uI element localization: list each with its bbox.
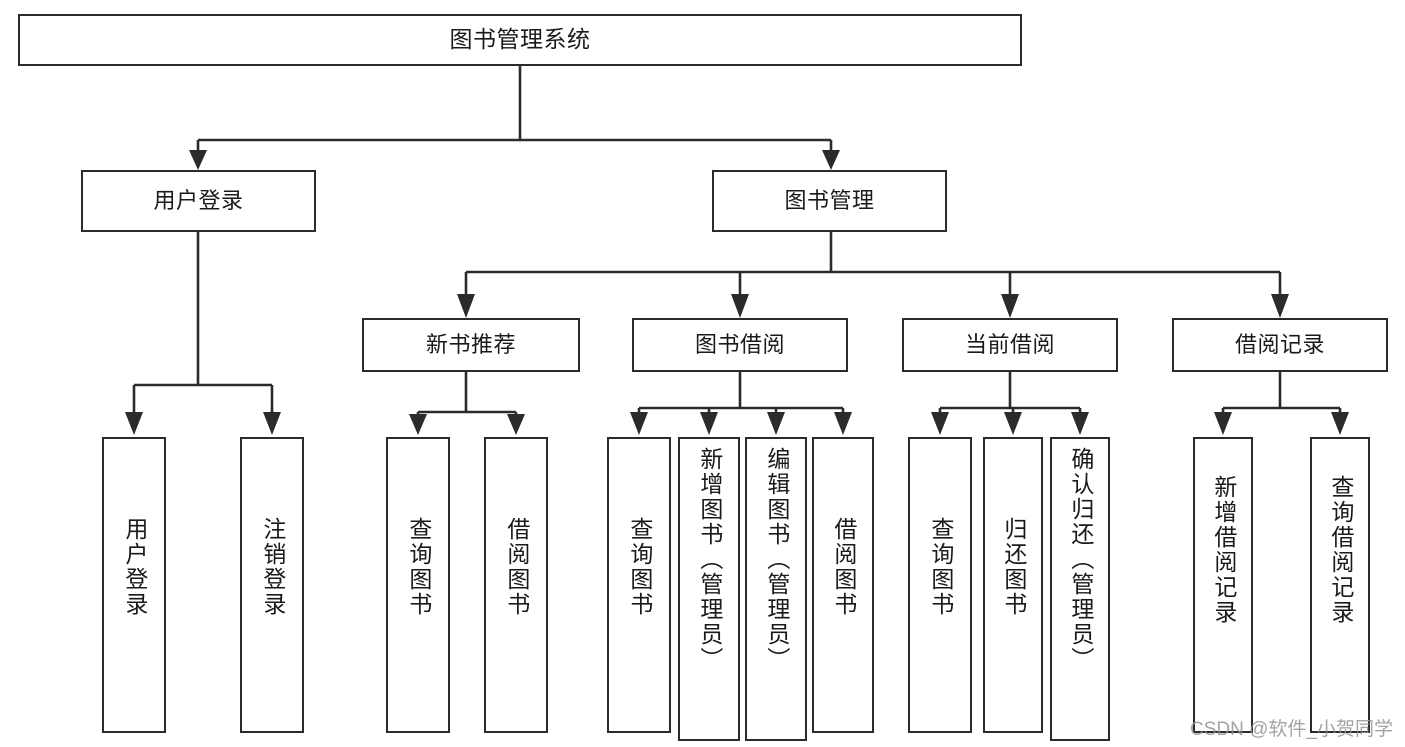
- node-book-borrowing[interactable]: 图书借阅: [632, 318, 848, 372]
- node-label: 归还图书: [1000, 517, 1027, 617]
- arrowhead-leaf-add-book-admin: [700, 412, 718, 435]
- arrowhead-borrow-record: [1271, 294, 1289, 318]
- arrowhead-book-borrow: [731, 294, 749, 318]
- arrowhead-leaf-query-borrow-record: [1331, 412, 1349, 435]
- node-label: 注销登录: [259, 517, 286, 617]
- leaf-query-borrowing-record[interactable]: 查询借阅记录: [1310, 437, 1370, 733]
- node-root-book-management-system[interactable]: 图书管理系统: [18, 14, 1022, 66]
- node-label: 借阅图书: [503, 517, 530, 617]
- leaf-query-book-current-borrowing[interactable]: 查询图书: [908, 437, 972, 733]
- arrowhead-current-borrow: [1001, 294, 1019, 318]
- node-label: 图书管理: [784, 187, 875, 213]
- leaf-borrow-book-new-recommendation[interactable]: 借阅图书: [484, 437, 548, 733]
- leaf-logout-login[interactable]: 注销登录: [240, 437, 304, 733]
- watermark: CSDN @软件_小贺同学: [1190, 719, 1393, 740]
- arrowhead-leaf-query-book-current: [931, 412, 949, 435]
- node-label: 查询图书: [927, 517, 954, 617]
- leaf-add-book-admin[interactable]: 新增图书（管理员）: [678, 437, 740, 741]
- node-label: 查询图书: [405, 517, 432, 617]
- leaf-confirm-return-admin[interactable]: 确认归还（管理员）: [1050, 437, 1110, 741]
- arrowhead-leaf-user-login: [125, 412, 143, 435]
- node-label: 图书借阅: [694, 331, 785, 357]
- arrowhead-book-manage: [822, 150, 840, 170]
- arrowhead-leaf-return-book: [1004, 412, 1022, 435]
- node-label: 查询图书: [626, 517, 653, 617]
- node-label: 查询借阅记录: [1327, 475, 1354, 625]
- node-label: 图书管理系统: [449, 26, 591, 53]
- arrowhead-leaf-query-book-rec: [409, 414, 427, 435]
- arrowhead-new-book-rec: [457, 294, 475, 318]
- node-label: 用户登录: [121, 517, 148, 617]
- node-label: 新增图书（管理员）: [696, 447, 723, 672]
- arrowhead-leaf-query-book-borrow: [630, 412, 648, 435]
- node-label: 编辑图书（管理员）: [763, 447, 790, 672]
- node-label: 新书推荐: [425, 331, 516, 357]
- arrowhead-leaf-edit-book-admin: [767, 412, 785, 435]
- arrowhead-leaf-borrow-book-rec: [507, 414, 525, 435]
- node-user-login[interactable]: 用户登录: [81, 170, 316, 232]
- leaf-add-borrowing-record[interactable]: 新增借阅记录: [1193, 437, 1253, 733]
- arrowhead-leaf-borrow-book-borrow: [834, 412, 852, 435]
- leaf-edit-book-admin[interactable]: 编辑图书（管理员）: [745, 437, 807, 741]
- node-label: 借阅记录: [1234, 331, 1325, 357]
- arrowhead-user-login: [189, 150, 207, 170]
- leaf-borrow-book-borrowing[interactable]: 借阅图书: [812, 437, 874, 733]
- node-label: 当前借阅: [964, 331, 1055, 357]
- node-label: 新增借阅记录: [1210, 475, 1237, 625]
- node-new-book-recommendation[interactable]: 新书推荐: [362, 318, 580, 372]
- leaf-user-login[interactable]: 用户登录: [102, 437, 166, 733]
- leaf-query-book-new-recommendation[interactable]: 查询图书: [386, 437, 450, 733]
- arrowhead-leaf-add-borrow-record: [1214, 412, 1232, 435]
- node-borrowing-record[interactable]: 借阅记录: [1172, 318, 1388, 372]
- node-label: 用户登录: [153, 187, 244, 213]
- node-current-borrowing[interactable]: 当前借阅: [902, 318, 1118, 372]
- leaf-return-book[interactable]: 归还图书: [983, 437, 1043, 733]
- node-book-management[interactable]: 图书管理: [712, 170, 947, 232]
- node-label: 确认归还（管理员）: [1067, 447, 1094, 672]
- node-label: 借阅图书: [830, 517, 857, 617]
- arrowhead-leaf-confirm-return-admin: [1071, 412, 1089, 435]
- arrowhead-leaf-logout-login: [263, 412, 281, 435]
- leaf-query-book-borrowing[interactable]: 查询图书: [607, 437, 671, 733]
